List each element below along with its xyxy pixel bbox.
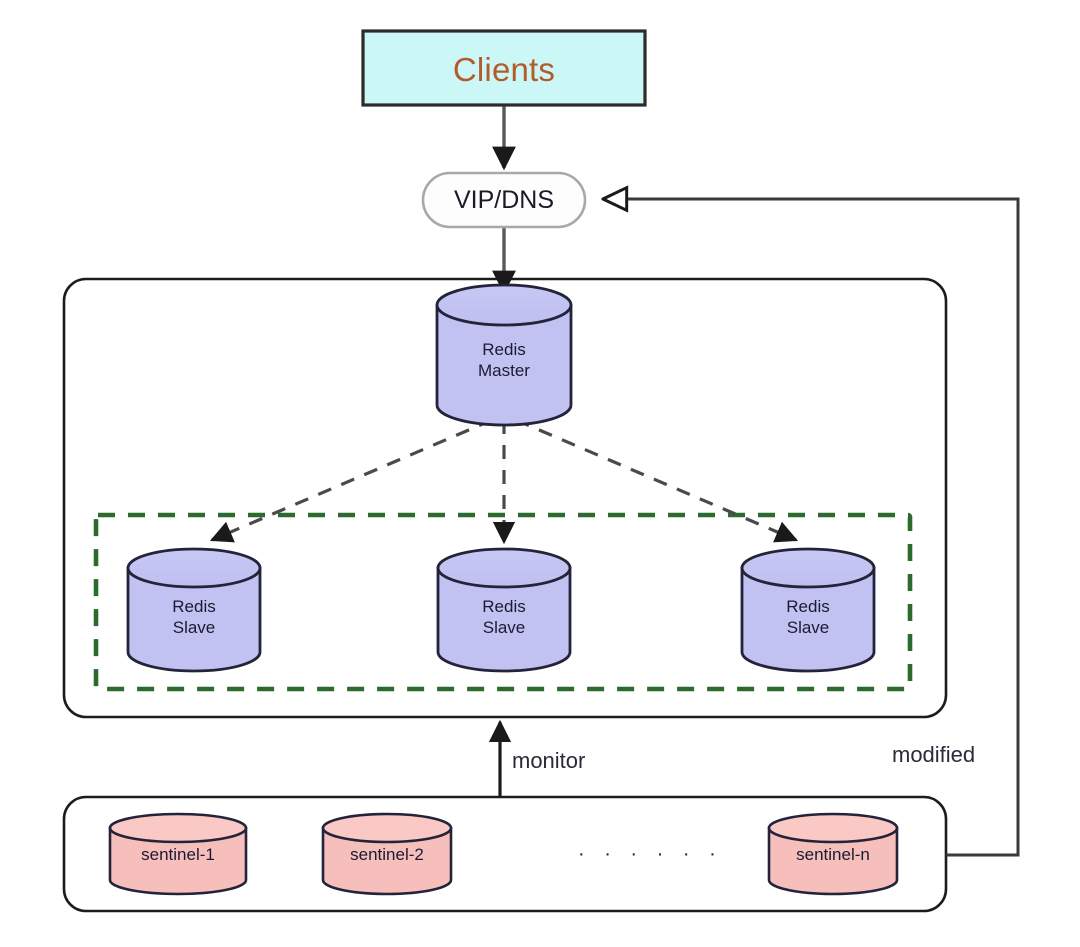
sentinel-node-1[interactable] [108,812,248,896]
redis-slave-node-3[interactable] [740,547,876,673]
sentinel-node-2[interactable] [321,812,453,896]
redis-slave-node-1[interactable] [126,547,262,673]
edge-master-to-slave-1 [209,418,493,543]
vip-dns-node[interactable] [421,171,587,229]
redis-slave-node-2[interactable] [436,547,572,673]
edge-modified [604,199,1020,857]
sentinel-node-n[interactable] [767,812,899,896]
sentinel-ellipsis: · · · · · · [578,843,723,865]
edge-master-to-slave-3 [515,418,799,543]
clients-node[interactable] [361,29,647,107]
slave-set-dashed-group [93,512,913,692]
redis-master-node[interactable] [435,283,573,427]
